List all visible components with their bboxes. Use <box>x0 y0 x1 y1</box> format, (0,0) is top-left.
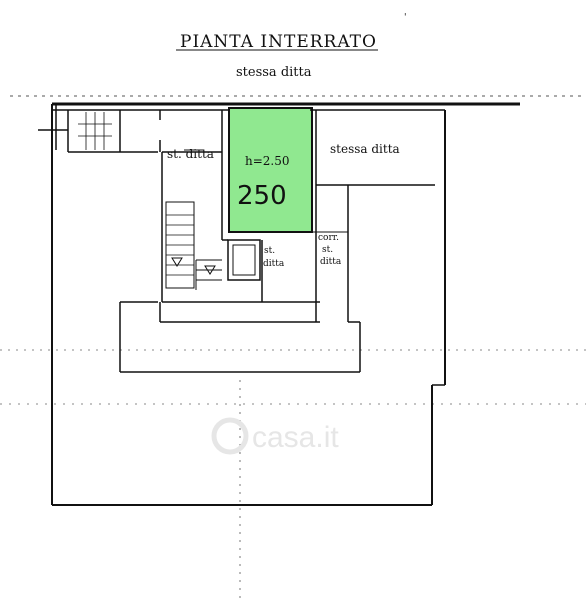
room-height-label: h=2.50 <box>245 154 290 168</box>
building-walls <box>38 102 520 506</box>
plan-subtitle: stessa ditta <box>236 65 312 80</box>
corridor-label-line1: corr. <box>318 233 339 243</box>
highlighted-room <box>228 107 313 233</box>
room-area-label: 250 <box>237 181 287 211</box>
room-label-st-ditta: st. ditta <box>167 147 214 161</box>
watermark-text: casa.it <box>252 421 339 454</box>
small-room-label-line2: ditta <box>263 259 285 269</box>
stray-mark: ' <box>404 13 406 23</box>
plan-title: PIANTA INTERRATO <box>180 32 377 52</box>
room-label-stessa-ditta: stessa ditta <box>330 142 400 156</box>
stair-arrow-icon <box>171 257 183 267</box>
watermark-logo-icon <box>211 417 249 455</box>
corridor-label-line2: st. <box>322 245 333 255</box>
small-room-label-line1: st. <box>264 246 275 256</box>
corridor-label-line3: ditta <box>320 257 342 267</box>
stair-arrow-icon <box>204 265 216 275</box>
